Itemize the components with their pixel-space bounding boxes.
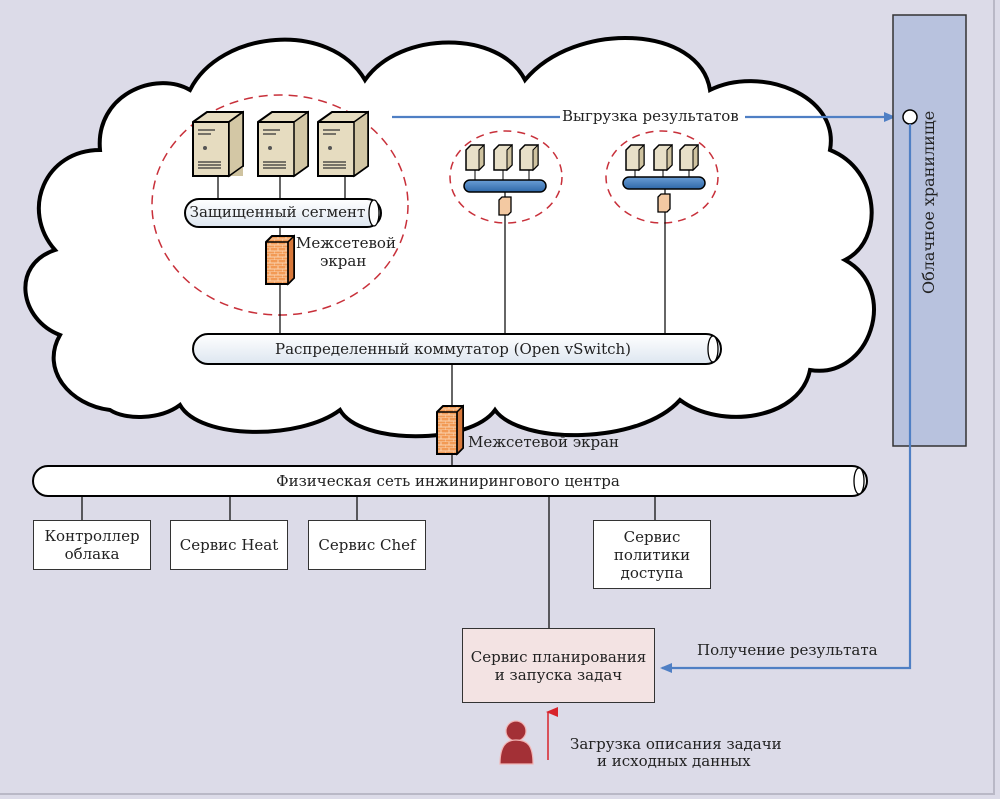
secure-segment-label: Защищенный сегмент [189, 203, 366, 221]
service-access-policy[interactable]: Сервис политики доступа [593, 520, 711, 589]
service-label-line2: политики [613, 545, 691, 564]
secure-firewall-label-line2: экран [320, 252, 367, 270]
distributed-switch-label: Распределенный коммутатор (Open vSwitch) [274, 340, 632, 358]
vm-group-2-boundary [605, 130, 719, 224]
physical-network-label: Физическая сеть инжинирингового центра [276, 472, 620, 490]
upload-results-label: Выгрузка результатов [562, 107, 739, 125]
service-heat[interactable]: Сервис Heat [170, 520, 288, 570]
server-icon [317, 110, 369, 178]
service-chef[interactable]: Сервис Chef [308, 520, 426, 570]
user-icon [499, 720, 534, 765]
service-label-line3: доступа [620, 563, 684, 582]
service-label-line2: облака [64, 545, 120, 563]
service-label: Сервис Heat [179, 536, 279, 554]
firewall-icon [657, 193, 671, 213]
vm-group-1-boundary [449, 130, 563, 224]
secure-servers [192, 110, 369, 199]
cloud-storage-panel [892, 14, 967, 447]
scheduler-service[interactable]: Сервис планирования и запуска задач [462, 628, 655, 703]
scheduler-label-line2: и запуска задач [494, 665, 623, 684]
secure-firewall-label-line1: Межсетевой [296, 234, 396, 252]
service-label-line1: Сервис [623, 527, 681, 546]
storage-connector-icon [902, 109, 918, 125]
upload-task-label-line2: и исходных данных [597, 752, 751, 770]
upload-task-label-line1: Загрузка описания задачи [570, 735, 782, 753]
get-result-arrow [660, 124, 912, 673]
firewall-icon [436, 404, 464, 456]
physical-network-pipe [32, 465, 868, 497]
cloud-storage-label: Облачное хранилище [919, 110, 938, 294]
service-cloud-controller[interactable]: Контроллер облака [33, 520, 151, 570]
server-icon [192, 110, 244, 178]
distributed-switch-pipe [192, 333, 722, 365]
service-label: Сервис Chef [318, 536, 416, 554]
secure-segment-pipe [184, 198, 382, 228]
main-firewall-label: Межсетевой экран [468, 433, 620, 451]
cloud-shape [23, 35, 876, 439]
get-result-label: Получение результата [697, 641, 878, 659]
service-label-line1: Контроллер [44, 527, 140, 545]
vm-group-2 [622, 143, 706, 333]
vm-group-1 [463, 143, 547, 333]
firewall-icon [498, 196, 512, 216]
firewall-icon [265, 234, 295, 286]
scheduler-label-line1: Сервис планирования [470, 647, 647, 666]
server-icon [257, 110, 309, 178]
